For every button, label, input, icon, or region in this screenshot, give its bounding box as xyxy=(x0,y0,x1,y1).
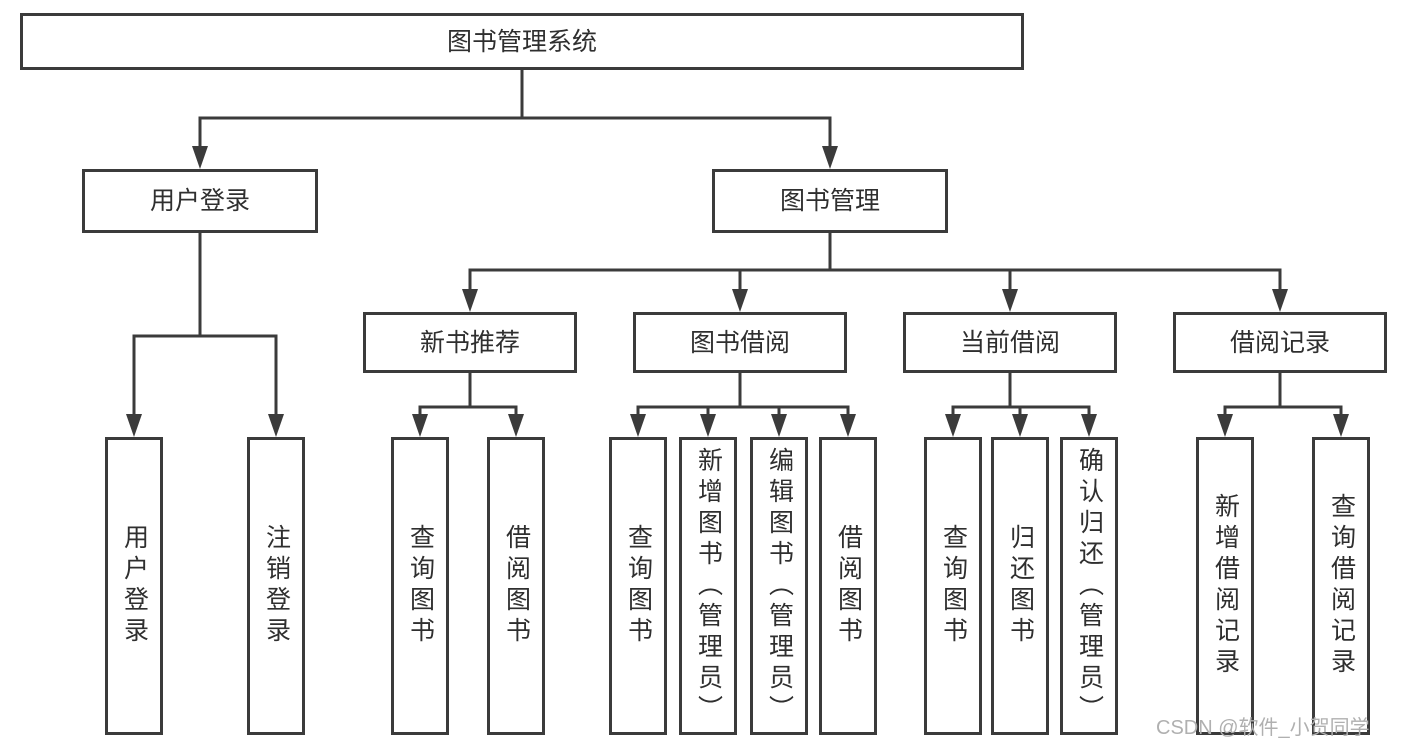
connector-path xyxy=(418,373,518,414)
connector-root-to-level2 xyxy=(192,70,838,169)
arrowhead-leaf-br-query xyxy=(1333,414,1349,437)
leaf-borrow-borrow-book-label: 借阅图书 xyxy=(834,524,863,648)
leaf-current-confirm-return-admin-label: 确认归还（管理员） xyxy=(1075,446,1104,726)
arrowhead-leaf-nb-borrow xyxy=(508,414,524,437)
leaf-current-confirm-return-admin: 确认归还（管理员） xyxy=(1060,437,1118,735)
node-user-login-label: 用户登录 xyxy=(149,187,250,215)
arrowhead-leaf-cb-query xyxy=(945,414,961,437)
arrowhead-leaf-br-add xyxy=(1217,414,1233,437)
arrowhead-leaf-cb-confirm xyxy=(1081,414,1097,437)
leaf-borrow-borrow-book: 借阅图书 xyxy=(819,437,877,735)
leaf-user-login: 用户登录 xyxy=(105,437,163,735)
node-book-borrow: 图书借阅 xyxy=(633,312,847,373)
node-new-book-recommend: 新书推荐 xyxy=(363,312,577,373)
arrowhead-leaf-nb-query xyxy=(412,414,428,437)
connector-records-to-leaves xyxy=(1217,373,1349,437)
leaf-records-query-record-label: 查询借阅记录 xyxy=(1327,493,1356,679)
arrowhead-leaf-bb-query xyxy=(630,414,646,437)
leaf-newbooks-borrow-book-label: 借阅图书 xyxy=(502,524,531,648)
leaf-newbooks-query-book-label: 查询图书 xyxy=(406,524,435,648)
arrowhead-leaf-logout xyxy=(268,414,284,437)
leaf-borrow-query-book: 查询图书 xyxy=(609,437,667,735)
node-new-book-recommend-label: 新书推荐 xyxy=(419,328,520,357)
leaf-newbooks-borrow-book: 借阅图书 xyxy=(487,437,545,735)
connector-path xyxy=(198,70,832,147)
arrowhead-borrow-records xyxy=(1272,289,1288,312)
connector-newbooks-to-leaves xyxy=(412,373,524,437)
leaf-borrow-edit-book-admin-label: 编辑图书（管理员） xyxy=(765,446,794,726)
leaf-records-add-record-label: 新增借阅记录 xyxy=(1211,493,1240,679)
connector-mgmt-to-level3 xyxy=(462,233,1288,312)
connector-path xyxy=(951,373,1091,414)
node-current-borrow: 当前借阅 xyxy=(903,312,1117,373)
leaf-user-login-label: 用户登录 xyxy=(120,524,149,648)
leaf-current-query-book-label: 查询图书 xyxy=(939,524,968,648)
leaf-logout-login-label: 注销登录 xyxy=(262,524,291,648)
node-library-system: 图书管理系统 xyxy=(20,13,1024,70)
leaf-current-return-book: 归还图书 xyxy=(991,437,1049,735)
leaf-newbooks-query-book: 查询图书 xyxy=(391,437,449,735)
connector-currentborrow-to-leaves xyxy=(945,373,1097,437)
leaf-logout-login: 注销登录 xyxy=(247,437,305,735)
leaf-borrow-edit-book-admin: 编辑图书（管理员） xyxy=(750,437,808,735)
leaf-borrow-add-book-admin: 新增图书（管理员） xyxy=(679,437,737,735)
arrowhead-book-mgmt xyxy=(822,146,838,169)
node-book-management-label: 图书管理 xyxy=(779,187,880,215)
node-user-login: 用户登录 xyxy=(82,169,318,233)
arrowhead-leaf-bb-edit xyxy=(771,414,787,437)
leaf-borrow-add-book-admin-label: 新增图书（管理员） xyxy=(694,446,723,726)
arrowhead-leaf-user-login xyxy=(126,414,142,437)
arrowhead-user-login xyxy=(192,146,208,169)
node-current-borrow-label: 当前借阅 xyxy=(959,328,1060,357)
arrowhead-current-borrow xyxy=(1002,289,1018,312)
connector-login-to-leaves xyxy=(126,233,284,437)
leaf-borrow-query-book-label: 查询图书 xyxy=(624,524,653,648)
leaf-current-query-book: 查询图书 xyxy=(924,437,982,735)
connector-path xyxy=(468,233,1282,290)
node-library-system-label: 图书管理系统 xyxy=(446,27,597,56)
csdn-watermark: CSDN @软件_小贺同学 xyxy=(1156,717,1370,739)
arrowhead-leaf-cb-return xyxy=(1012,414,1028,437)
leaf-records-add-record: 新增借阅记录 xyxy=(1196,437,1254,735)
arrowhead-leaf-bb-borrow xyxy=(840,414,856,437)
connector-bookborrow-to-leaves xyxy=(630,373,856,437)
arrowhead-new-books xyxy=(462,289,478,312)
node-borrow-records: 借阅记录 xyxy=(1173,312,1387,373)
arrowhead-book-borrow xyxy=(732,289,748,312)
leaf-records-query-record: 查询借阅记录 xyxy=(1312,437,1370,735)
connector-path xyxy=(1223,373,1343,414)
node-book-management: 图书管理 xyxy=(712,169,948,233)
connector-path xyxy=(132,233,278,414)
node-borrow-records-label: 借阅记录 xyxy=(1229,328,1330,357)
node-book-borrow-label: 图书借阅 xyxy=(689,328,790,357)
connector-path xyxy=(636,373,850,414)
leaf-current-return-book-label: 归还图书 xyxy=(1006,524,1035,648)
arrowhead-leaf-bb-add xyxy=(700,414,716,437)
